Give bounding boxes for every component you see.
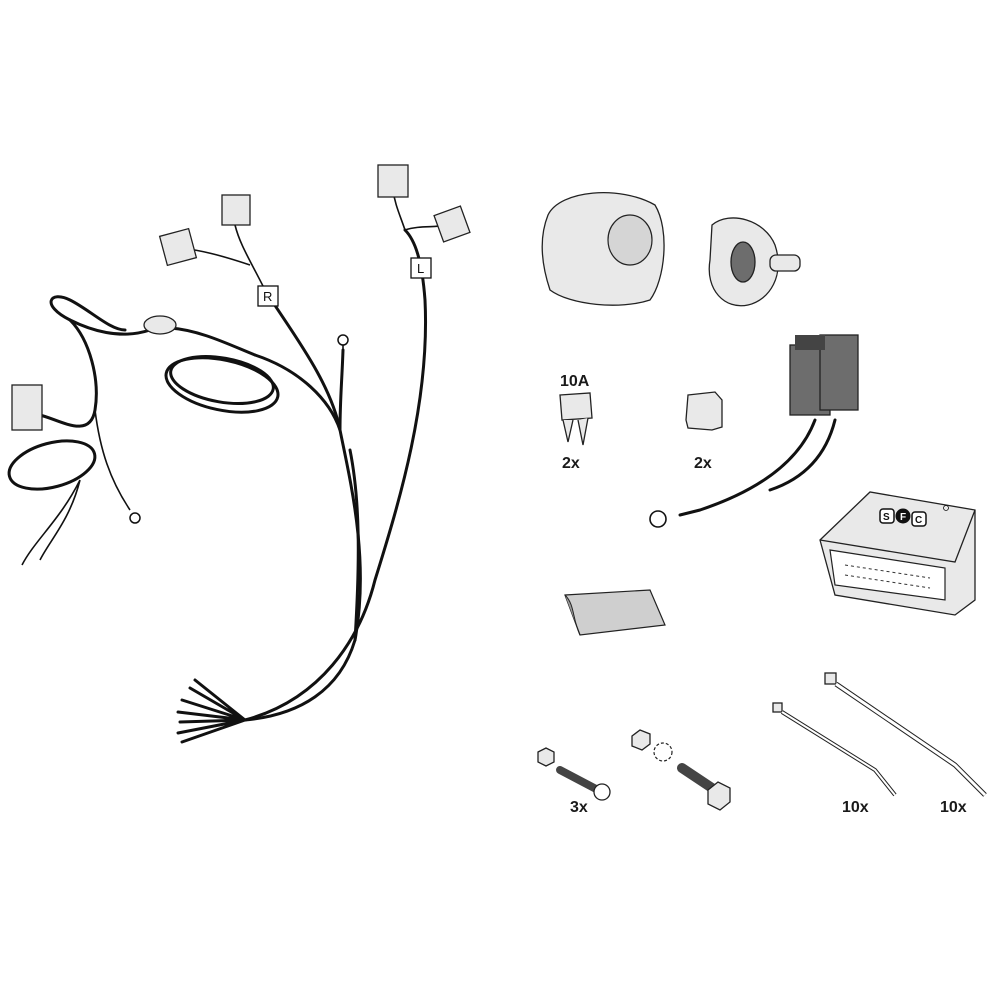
left-lamp-connectors xyxy=(377,164,471,243)
right-side-tag xyxy=(257,285,279,307)
right-side-label: R xyxy=(263,289,272,304)
left-side-tag xyxy=(410,257,432,279)
cable-tie-short-quantity: 10x xyxy=(842,799,869,816)
cable-tie-long-quantity: 10x xyxy=(940,799,967,816)
adhesive-pad xyxy=(564,589,666,636)
multi-pin-connector xyxy=(11,384,43,431)
grommet xyxy=(143,315,177,335)
relay-holder-with-ground-wire xyxy=(649,334,859,528)
blade-fuse xyxy=(559,392,593,446)
cap-quantity: 2x xyxy=(694,455,712,472)
cap xyxy=(685,391,723,431)
trailer-socket xyxy=(541,192,665,306)
screw-with-nut xyxy=(537,747,611,801)
svg-text:S: S xyxy=(883,512,890,523)
svg-text:F: F xyxy=(900,512,906,523)
socket-seal-plug xyxy=(708,217,801,307)
cable-tie-long xyxy=(824,672,987,797)
wiring-harness: R L xyxy=(7,164,471,744)
fuse-quantity: 2x xyxy=(562,455,580,472)
bolt-nut-washer xyxy=(631,729,731,811)
screw-quantity: 3x xyxy=(570,799,588,816)
svg-text:C: C xyxy=(915,515,922,526)
left-side-label: L xyxy=(417,261,424,276)
cable-tie-short xyxy=(772,702,897,797)
control-module: S F C xyxy=(819,491,976,616)
fuse-rating: 10A xyxy=(560,373,590,390)
right-lamp-connectors xyxy=(158,194,266,291)
sfc-logo: S F C xyxy=(879,505,949,527)
